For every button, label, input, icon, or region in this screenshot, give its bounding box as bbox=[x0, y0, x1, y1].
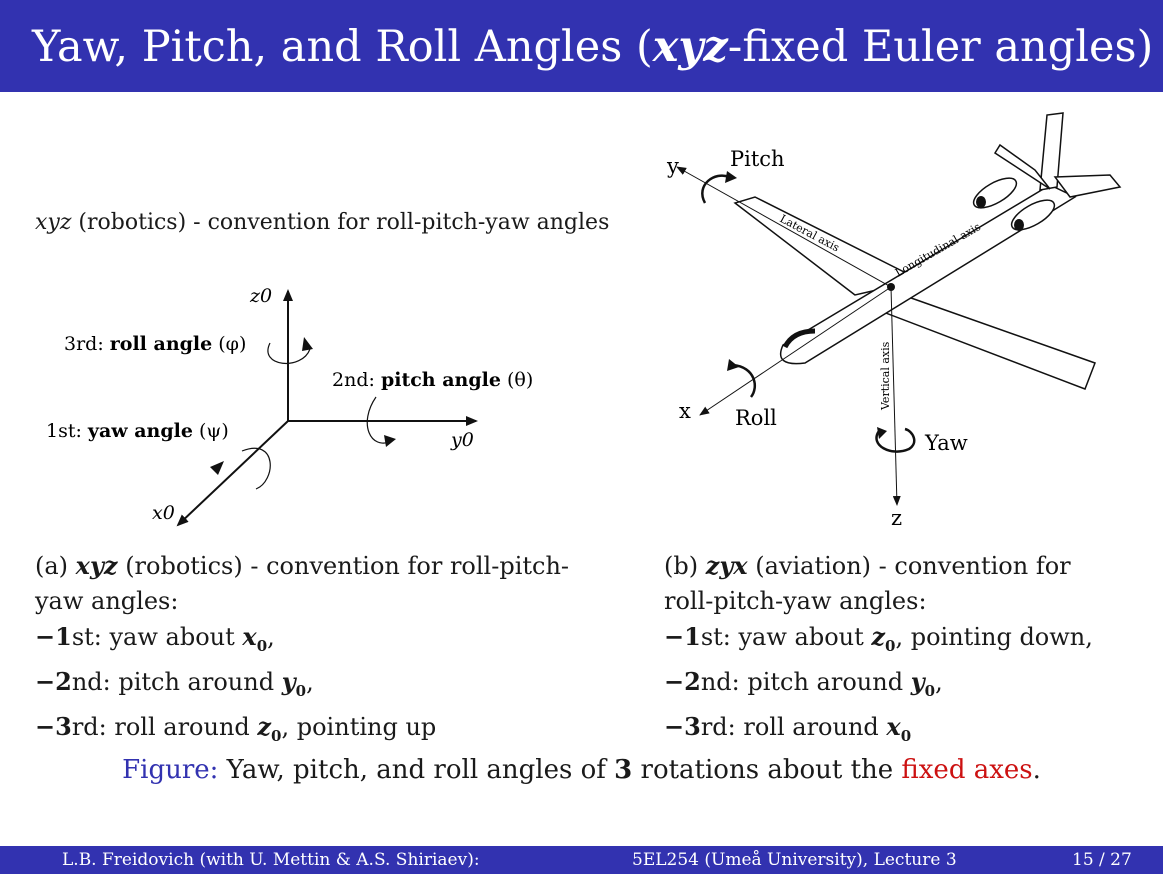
z-axis-label: z bbox=[891, 506, 902, 530]
slide-title: Yaw, Pitch, and Roll Angles (xyz-fixed E… bbox=[32, 22, 1154, 72]
right-stabilizer bbox=[1053, 174, 1122, 198]
y-axis-label: y bbox=[666, 154, 679, 178]
cockpit bbox=[782, 328, 816, 349]
roll-rotation-arc bbox=[267, 342, 311, 364]
right-wing bbox=[868, 292, 1096, 390]
yaw-arrowhead bbox=[877, 427, 887, 439]
caption-a-line-1: (a) xyz (robotics) - convention for roll… bbox=[35, 551, 570, 580]
roll-arrowhead bbox=[727, 359, 739, 371]
yaw-arrowhead bbox=[210, 461, 224, 475]
z0-label: z0 bbox=[249, 285, 272, 307]
pitch-label: Pitch bbox=[730, 147, 785, 171]
caption-b-line-1: (b) zyx (aviation) - convention for bbox=[664, 551, 1071, 580]
x-axis-label: x bbox=[679, 399, 691, 423]
yaw-rotation-arc bbox=[241, 447, 271, 490]
caption-a-line-3: −1st: yaw about x0, bbox=[35, 622, 275, 655]
x0-axis bbox=[176, 420, 289, 527]
longitudinal-axis-line bbox=[699, 286, 892, 416]
x0-label: x0 bbox=[152, 502, 175, 524]
yaw-label: Yaw bbox=[924, 431, 968, 455]
caption-b: (b) zyx (aviation) - convention for roll… bbox=[664, 548, 1154, 753]
lateral-axis-line bbox=[676, 166, 892, 288]
yaw-angle-label: 1st: yaw angle (ψ) bbox=[46, 420, 229, 442]
left-subcaption: xyz (robotics) - convention for roll-pit… bbox=[35, 210, 610, 235]
right-engine-intake bbox=[1014, 219, 1024, 231]
caption-a-line-5: −3rd: roll around z0, pointing up bbox=[35, 711, 437, 745]
figure-caption-label: Figure: bbox=[122, 755, 219, 785]
left-stabilizer bbox=[993, 143, 1051, 190]
roll-arrowhead bbox=[302, 337, 313, 351]
caption-a-line-2: yaw angles: bbox=[35, 587, 179, 615]
vertical-axis-label: Vertical axis bbox=[879, 341, 892, 411]
fixed-axes-highlight: fixed axes bbox=[901, 755, 1033, 785]
y0-label: y0 bbox=[450, 429, 474, 451]
yaw-rotation-arrow bbox=[875, 427, 916, 453]
pitch-angle-label: 2nd: pitch angle (θ) bbox=[332, 369, 533, 391]
pitch-arrowhead bbox=[725, 171, 737, 183]
roll-rotation-arrow bbox=[732, 363, 756, 398]
caption-a: (a) xyz (robotics) - convention for roll… bbox=[35, 548, 645, 753]
pitch-rotation-arrow bbox=[701, 174, 730, 204]
center-of-gravity bbox=[887, 283, 895, 291]
aircraft-axes-diagram: y Pitch Lateral axis Longitudinal axis V… bbox=[666, 112, 1122, 530]
roll-label: Roll bbox=[735, 406, 777, 430]
caption-a-line-4: −2nd: pitch around y0, bbox=[35, 666, 314, 700]
title-bar: Yaw, Pitch, and Roll Angles (xyz-fixed E… bbox=[0, 0, 1163, 92]
roll-angle-label: 3rd: roll angle (φ) bbox=[64, 333, 246, 355]
caption-b-line-5: −3rd: roll around x0 bbox=[664, 711, 912, 745]
vertical-axis-line bbox=[890, 286, 901, 506]
caption-b-line-3: −1st: yaw about z0, pointing down, bbox=[664, 622, 1093, 655]
caption-b-line-4: −2nd: pitch around y0, bbox=[664, 666, 943, 700]
footer-page-number: 15 / 27 bbox=[1072, 850, 1132, 870]
figure-caption: Figure: Yaw, pitch, and roll angles of 3… bbox=[122, 755, 1041, 785]
caption-b-line-2: roll-pitch-yaw angles: bbox=[664, 587, 927, 615]
footer-bar: L.B. Freidovich (with U. Mettin & A.S. S… bbox=[0, 846, 1163, 874]
footer-authors: L.B. Freidovich (with U. Mettin & A.S. S… bbox=[62, 850, 480, 870]
footer-course: 5EL254 (Umeå University), Lecture 3 bbox=[632, 850, 957, 870]
pitch-arrowhead bbox=[384, 435, 396, 447]
xyz-frame-diagram: z0 y0 x0 3rd: roll angle (φ) 2nd: pitch … bbox=[46, 285, 533, 527]
left-engine-intake bbox=[976, 196, 986, 208]
vertical-tail bbox=[1039, 112, 1064, 191]
